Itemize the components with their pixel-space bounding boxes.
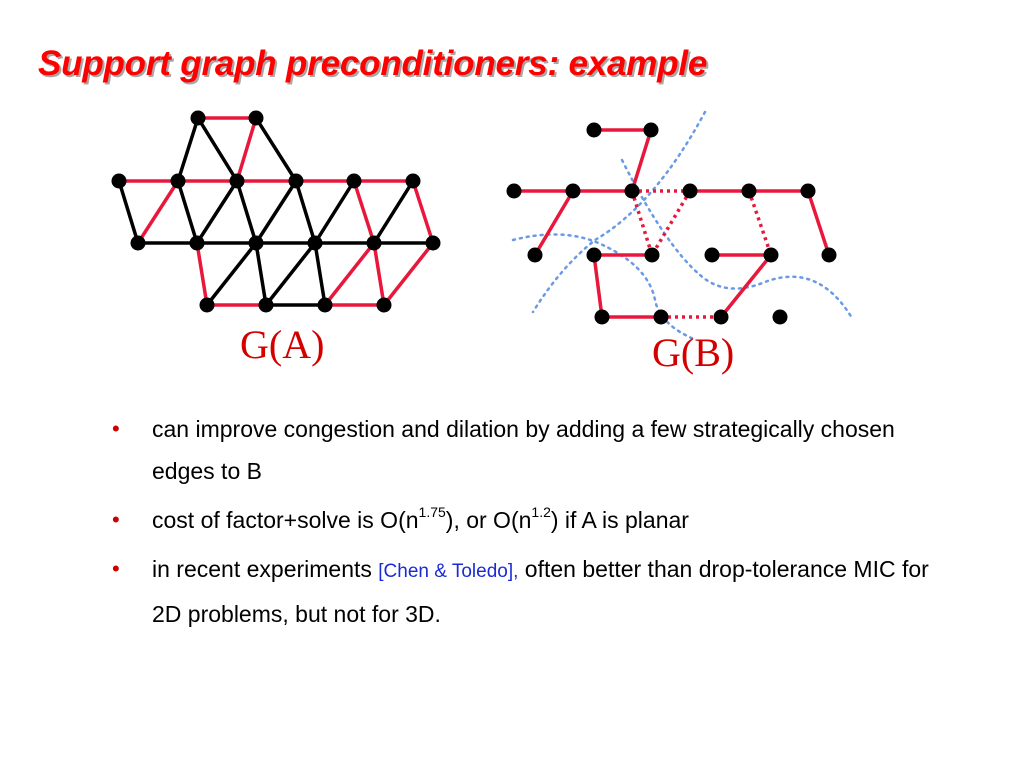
graph-a — [111, 110, 441, 313]
bullet-text-mid: ), or O(n — [445, 507, 532, 533]
graph-a-edge — [254, 241, 268, 307]
slide-title: Support graph preconditioners: example — [38, 44, 708, 83]
graph-a-node — [130, 235, 146, 251]
graph-b-node — [586, 247, 602, 263]
graph-b-edge — [806, 189, 831, 257]
graph-b-node — [653, 309, 669, 325]
graph-a-node — [248, 235, 264, 251]
graph-a-edge — [372, 179, 415, 245]
graph-b-node — [644, 247, 660, 263]
graph-a-edge — [136, 179, 180, 245]
citation-link[interactable]: [Chen & Toledo], — [378, 561, 519, 582]
graph-a-node — [405, 173, 421, 189]
graph-a-node — [189, 235, 205, 251]
graph-b-added-edge — [630, 190, 654, 256]
graph-a-node — [229, 173, 245, 189]
graph-b-node — [772, 309, 788, 325]
graph-a-edge — [235, 116, 258, 183]
graph-a-edge — [313, 179, 356, 245]
graph-b-node — [821, 247, 837, 263]
bullet-item: • cost of factor+solve is O(n1.75), or O… — [112, 499, 932, 541]
exponent-1: 1.75 — [418, 504, 446, 521]
bullet-marker: • — [112, 556, 120, 581]
graph-a-node — [199, 297, 215, 313]
graph-a-node — [376, 297, 392, 313]
graph-b-node — [565, 183, 581, 199]
graph-b-node — [527, 247, 543, 263]
bullet-marker: • — [112, 416, 120, 441]
graph-b — [506, 110, 854, 342]
caption-graph-b: G(B) — [652, 330, 734, 375]
bullet-list: • can improve congestion and dilation by… — [112, 408, 932, 642]
graph-a-edge — [323, 241, 376, 307]
graph-a-edge — [195, 241, 209, 307]
graph-a-node — [190, 110, 206, 126]
graph-a-edge — [176, 179, 199, 245]
separator-line — [531, 110, 707, 314]
graph-a-edge — [352, 179, 376, 245]
caption-graph-a: G(A) — [240, 322, 324, 367]
graph-a-node — [288, 173, 304, 189]
graph-b-node — [506, 183, 522, 199]
bullet-item: • can improve congestion and dilation by… — [112, 408, 932, 492]
bullet-marker: • — [112, 507, 120, 532]
graph-a-edge — [117, 179, 140, 245]
graph-a-node — [317, 297, 333, 313]
separator-line — [620, 158, 854, 320]
graph-a-edge — [205, 241, 258, 307]
graph-b-node — [624, 183, 640, 199]
graph-b-added-edge — [650, 190, 692, 256]
graph-b-node — [741, 183, 757, 199]
graph-b-node — [586, 122, 602, 138]
graph-a-node — [248, 110, 264, 126]
graph-a-node — [307, 235, 323, 251]
graph-a-edge — [195, 179, 239, 245]
graph-a-node — [366, 235, 382, 251]
graph-b-node — [800, 183, 816, 199]
graph-b-node — [682, 183, 698, 199]
bullet-text-post: ) if A is planar — [550, 507, 689, 533]
graph-b-edge — [719, 253, 773, 319]
graph-b-node — [594, 309, 610, 325]
graph-b-edge — [592, 253, 604, 319]
graph-b-node — [713, 309, 729, 325]
graph-a-edge — [313, 241, 327, 307]
graph-a-edge — [372, 241, 386, 307]
graph-b-added-edge — [747, 190, 773, 256]
graph-a-edge — [264, 241, 317, 307]
graph-a-edge — [176, 116, 200, 183]
graph-a-node — [111, 173, 127, 189]
bullet-text-post: often better than drop-tolerance MIC for… — [152, 556, 929, 627]
graph-a-edge — [196, 116, 239, 183]
bullet-text: can improve congestion and dilation by a… — [152, 416, 895, 484]
graph-a-node — [170, 173, 186, 189]
exponent-2: 1.2 — [531, 504, 551, 521]
bullet-text-pre: cost of factor+solve is O(n — [152, 507, 419, 533]
graph-a-node — [425, 235, 441, 251]
graph-b-edge — [533, 189, 575, 257]
graph-b-edge — [630, 128, 653, 193]
bullet-text-pre: in recent experiments — [152, 556, 379, 582]
graph-b-node — [704, 247, 720, 263]
graph-b-node — [643, 122, 659, 138]
graph-a-node — [258, 297, 274, 313]
bullet-item: • in recent experiments [Chen & Toledo],… — [112, 548, 932, 635]
graph-a-edge — [294, 179, 317, 245]
graph-a-edge — [235, 179, 258, 245]
graph-a-node — [346, 173, 362, 189]
graph-a-edge — [254, 179, 298, 245]
graph-a-edge — [411, 179, 435, 245]
graph-a-edge — [254, 116, 298, 183]
graph-a-edge — [382, 241, 435, 307]
graph-b-node — [763, 247, 779, 263]
